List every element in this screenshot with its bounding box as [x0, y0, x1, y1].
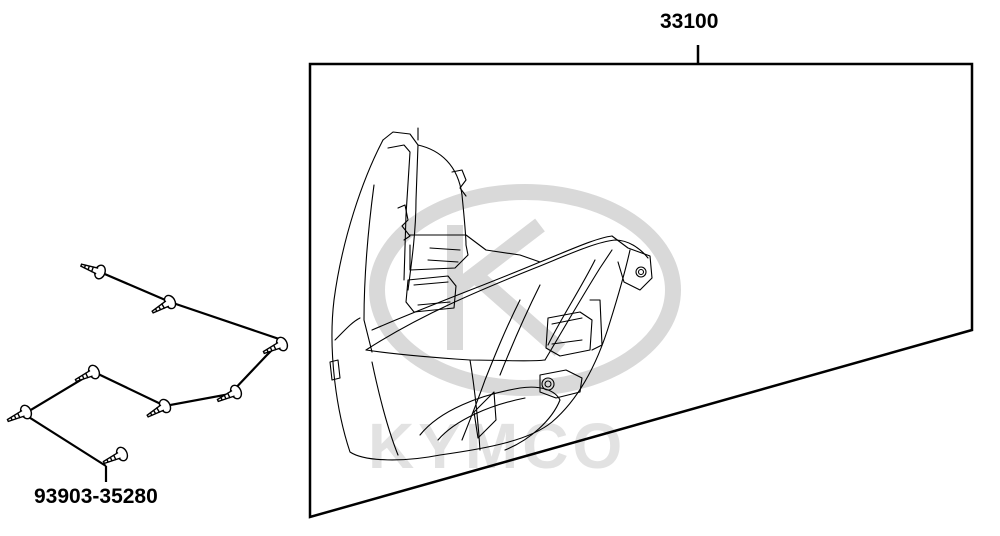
screw: [216, 384, 243, 403]
screw-icon: [6, 263, 289, 465]
screw: [151, 294, 177, 314]
screw: [6, 404, 33, 423]
screw: [102, 446, 129, 465]
part-number-headlight-assembly: 33100: [660, 10, 719, 33]
screw: [74, 364, 101, 383]
kymco-logo-watermark: KYMCO: [368, 184, 681, 482]
screw: [262, 336, 289, 355]
screw: [79, 263, 106, 280]
headlight-assembly-icon: [329, 127, 653, 461]
assembly-frame: [308, 45, 974, 519]
part-number-screw: 93903-35280: [34, 485, 158, 508]
screw-leader-lines: [21, 270, 285, 482]
watermark-text: KYMCO: [368, 410, 626, 482]
screw: [146, 398, 172, 418]
